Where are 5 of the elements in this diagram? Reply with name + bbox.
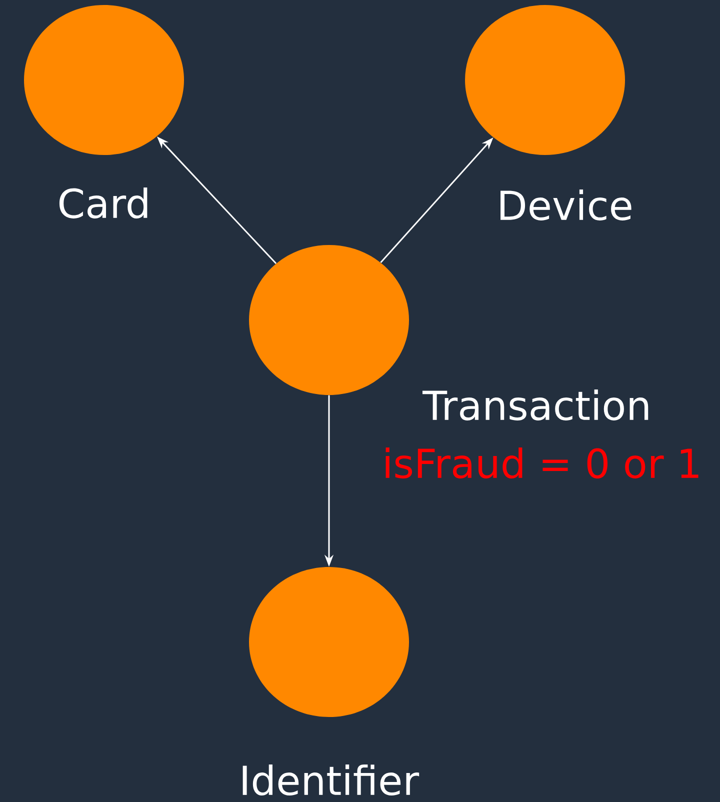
node-label: Device [500, 190, 632, 220]
node-label: Card [59, 188, 148, 218]
node-label: Transaction [422, 390, 648, 420]
node-label: isFraud = 0 or 1 [386, 448, 698, 478]
node-label: Identifier [242, 764, 420, 796]
